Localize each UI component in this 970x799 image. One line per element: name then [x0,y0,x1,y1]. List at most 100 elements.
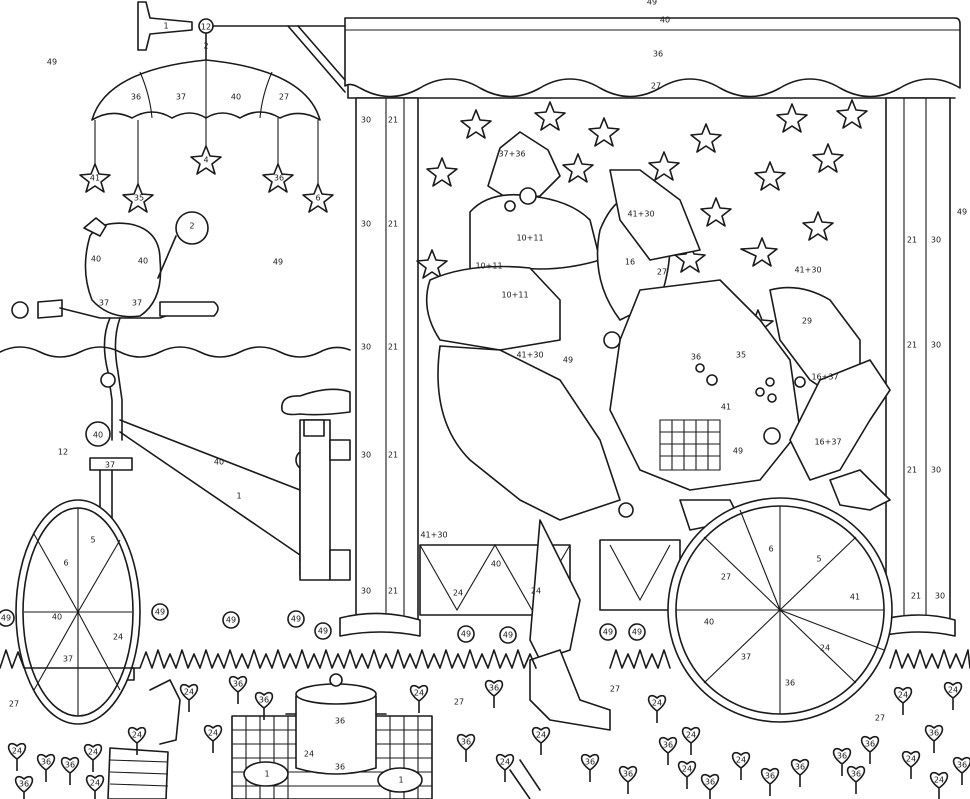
label-bike-3: 1 [236,492,241,501]
ground-dot-label: 49 [291,615,301,624]
ground-dot-label: 49 [1,614,11,623]
ground-heart [409,684,429,713]
label-top-banner: 49 [647,0,657,7]
label-awning-mid: 36 [653,50,663,59]
label-star-2: 35 [134,194,144,203]
label-plate-2: 1 [398,776,403,785]
label-figure-15: 29 [802,317,812,326]
horn [137,1,346,93]
label-wheel-l2: 6 [63,559,68,568]
ground-heart [580,753,600,782]
label-bird-3: 37 [99,299,109,308]
label-wheel-r1: 6 [768,545,773,554]
ground-heart [924,724,944,753]
label-wheel-r5: 40 [704,618,714,627]
label-curtain-l1c: 30 [361,343,371,352]
label-wheel-r8: 36 [785,679,795,688]
ground-heart [203,724,223,753]
ground-heart [60,756,80,785]
ground-heart-label: 24 [682,765,692,774]
ground-heart-label: 36 [19,780,29,789]
label-wheel-l1: 5 [90,536,95,545]
label-figure-6: 10+11 [475,262,502,271]
stage-stars [416,99,868,339]
ground-heart-label: 24 [132,731,142,740]
ground-dot-label: 49 [603,628,613,637]
ground-heart [790,758,810,787]
ground-heart-label: 36 [461,738,471,747]
picnic [107,673,541,799]
ground-heart-label: 36 [65,761,75,770]
ground-heart-label: 24 [88,748,98,757]
label-figure-12: 41 [721,403,731,412]
ground-heart [7,742,27,771]
ground-heart-label: 24 [500,758,510,767]
label-sky-left: 49 [47,58,57,67]
ground-heart [860,735,880,764]
label-figure-10: 36 [691,353,701,362]
label-pot-1: 36 [335,717,345,726]
label-figure-3: 41+30 [627,210,654,219]
label-bird-4: 37 [132,299,142,308]
label-ground-4: 27 [610,685,620,694]
ground-heart [254,691,274,720]
label-curtain-l2d: 21 [388,451,398,460]
ground-heart [943,681,963,710]
label-bike-5: 37 [105,461,115,470]
ground-dot [314,622,332,640]
ground-heart [36,753,56,782]
horizon-wave [0,346,351,358]
label-star-5: 6 [315,194,320,203]
label-umbrella-1: 36 [131,93,141,102]
label-sky-mid: 49 [273,258,283,267]
awning [344,17,961,99]
label-figure-4: 16 [625,258,635,267]
ground-dot-label: 49 [226,616,236,625]
ground-heart [901,750,921,779]
ground-dot-label: 49 [503,631,513,640]
ground-heart [127,726,147,755]
label-wheel-r2: 5 [816,555,821,564]
ground-heart [456,733,476,762]
label-ground-3: 27 [875,714,885,723]
label-plate: 1 [264,770,269,779]
umbrella-mobile [79,59,334,213]
ground-heart-label: 24 [90,779,100,788]
label-star-1: 41 [90,174,100,183]
ground-dot-label: 49 [155,608,165,617]
label-umbrella-4: 27 [279,93,289,102]
ground-heart [618,765,638,794]
label-curtain-l1: 30 [361,116,371,125]
ground-heart-label: 24 [686,731,696,740]
label-figure-11: 35 [736,351,746,360]
label-curtain-r1b: 21 [907,341,917,350]
label-curtain-l2e: 21 [388,587,398,596]
grass [0,649,970,669]
label-curtain-l1d: 30 [361,451,371,460]
label-wheel-l3: 40 [52,613,62,622]
label-ground-2: 27 [454,698,464,707]
ground-heart [929,771,949,799]
ground-dot-label: 49 [461,630,471,639]
label-awning-top: 40 [660,16,670,25]
label-umbrella-2: 37 [176,93,186,102]
ground-heart-label: 24 [906,755,916,764]
label-curtain-r1d: 21 [911,592,921,601]
label-wheel-r3: 27 [721,573,731,582]
ground-heart [495,753,515,782]
ground-heart [179,683,199,712]
label-curtain-r2c: 30 [931,466,941,475]
label-curtain-r1: 21 [907,236,917,245]
label-bird-1: 40 [91,255,101,264]
ground-dot [599,623,617,641]
label-bench-2: 40 [491,560,501,569]
performer-figure [425,131,891,531]
label-bike-2: 40 [214,458,224,467]
color-number-labels: 49 40 36 27 49 49 49 1 12 2 36 37 40 27 … [9,0,967,785]
curtain-left [339,97,421,637]
label-curtain-l2c: 21 [388,343,398,352]
label-pole: 2 [203,42,208,51]
